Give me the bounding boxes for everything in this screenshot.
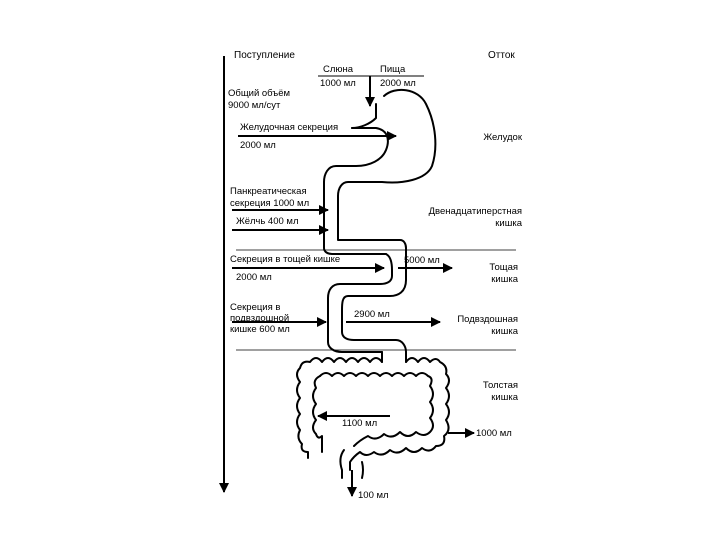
stomach-label: Желудок	[483, 132, 522, 143]
bile-label: Жёлчь 400 мл	[236, 216, 299, 227]
food-label: Пища	[380, 64, 406, 75]
ileum-line2: кишка	[491, 326, 518, 337]
total-line2: 9000 мл/сут	[228, 100, 281, 111]
jejunum-absorption-label: 5000 мл	[404, 255, 440, 266]
duodenum-line2: кишка	[495, 218, 522, 229]
inflow-header: Поступление	[234, 50, 295, 61]
duodenum-line1: Двенадцатиперстная	[429, 206, 522, 217]
gastric-label: Желудочная секреция	[240, 122, 338, 133]
colon-out-label: 1000 мл	[476, 428, 512, 439]
colon-line1: Толстая	[483, 380, 518, 391]
outflow-header: Отток	[488, 50, 515, 61]
ileal-line1: Секреция в	[230, 302, 280, 313]
food-volume: 2000 мл	[380, 78, 416, 89]
colon-internal-label: 1100 мл	[342, 418, 377, 429]
feces-label: 100 мл	[358, 490, 389, 501]
jejunal-volume: 2000 мл	[236, 272, 272, 283]
gastric-volume: 2000 мл	[240, 140, 276, 151]
saliva-volume: 1000 мл	[320, 78, 356, 89]
jejunum-line1: Тощая	[489, 262, 518, 273]
jejunal-label: Секреция в тощей кишке	[230, 254, 340, 265]
ileal-line2: подвздошной	[230, 313, 289, 324]
ileal-line3: кишке 600 мл	[230, 324, 290, 335]
pancreatic-line1: Панкреатическая	[230, 186, 307, 197]
jejunum-line2: кишка	[491, 274, 518, 285]
saliva-label: Слюна	[323, 64, 354, 75]
total-line1: Общий объём	[228, 88, 290, 99]
ileum-line1: Подвздошная	[457, 314, 518, 325]
colon-line2: кишка	[491, 392, 518, 403]
ileum-absorption-label: 2900 мл	[354, 309, 390, 320]
pancreatic-line2: секреция 1000 мл	[230, 198, 309, 209]
gi-tract-outline	[296, 88, 450, 479]
